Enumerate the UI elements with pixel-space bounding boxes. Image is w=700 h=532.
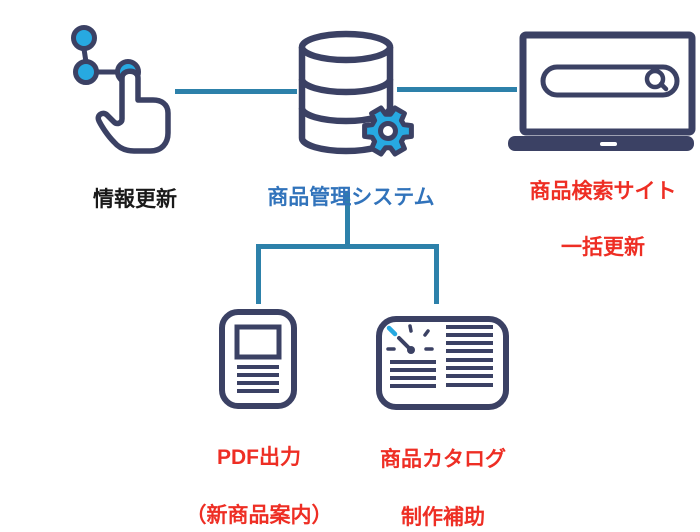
catalog-label: 商品カタログ 制作補助 bbox=[343, 416, 543, 532]
pdf-output-label: PDF出力 （新商品案内） bbox=[159, 414, 359, 530]
connector-branch-bar bbox=[256, 244, 439, 249]
system-label: 商品管理システム bbox=[251, 156, 451, 212]
catalog-label-line2: 制作補助 bbox=[401, 506, 485, 529]
connector-drop-catalog bbox=[434, 244, 439, 304]
update-label-text: 情報更新 bbox=[93, 188, 177, 211]
search-site-label-line2: 一括更新 bbox=[561, 236, 645, 259]
database-gear-icon bbox=[296, 28, 422, 160]
search-site-label: 商品検索サイト 一括更新 bbox=[503, 150, 700, 262]
laptop-search-icon bbox=[506, 31, 696, 153]
diagram-canvas: 情報更新 商品管理システム 商品検索サイト 一括更新 PDF出力 （新商品案内）… bbox=[35, 22, 700, 529]
tap-network-icon bbox=[58, 22, 176, 154]
catalog-gauge-icon bbox=[376, 316, 509, 410]
update-label: 情報更新 bbox=[35, 158, 235, 214]
catalog-label-line1: 商品カタログ bbox=[380, 448, 506, 471]
connector-system-stem bbox=[345, 192, 350, 249]
pdf-output-label-line1: PDF出力 bbox=[217, 446, 301, 469]
pdf-output-label-line2: （新商品案内） bbox=[185, 504, 333, 527]
gauge-icon bbox=[386, 324, 434, 354]
connector-system-to-search-site bbox=[397, 87, 517, 92]
search-icon bbox=[644, 68, 669, 92]
pdf-document-icon bbox=[217, 307, 299, 411]
connector-update-to-system bbox=[175, 89, 297, 94]
search-site-label-line1: 商品検索サイト bbox=[529, 180, 677, 203]
connector-drop-pdf bbox=[256, 244, 261, 304]
system-label-text: 商品管理システム bbox=[267, 186, 435, 209]
